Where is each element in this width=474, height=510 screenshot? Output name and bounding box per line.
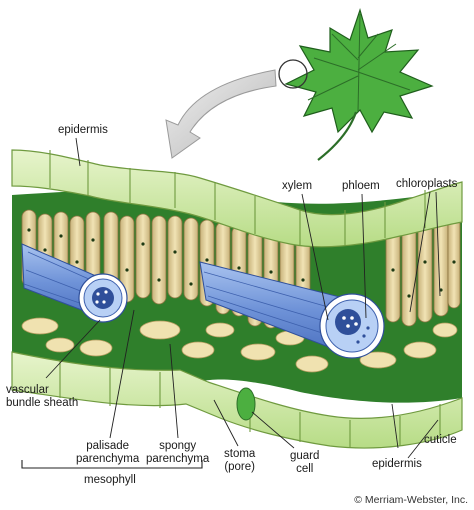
spongy-parenchyma-cells: [21, 317, 458, 373]
label-palisade-parenchyma: palisade parenchyma: [76, 440, 140, 465]
upper-epidermis: [11, 149, 463, 248]
label-chloroplasts: chloroplasts: [396, 178, 458, 190]
label-xylem: xylem: [282, 180, 313, 192]
label-spongy-parenchyma: spongy parenchyma: [146, 440, 210, 465]
maple-leaf-icon: [278, 7, 434, 161]
leader-lines: [21, 137, 441, 469]
label-epidermis-top: epidermis: [58, 124, 108, 136]
lower-epidermis: [11, 351, 463, 449]
chloroplast-dots: [27, 228, 456, 308]
zoom-arrow: [165, 69, 277, 159]
vascular-bundle-right: [199, 261, 385, 359]
copyright-credit: © Merriam-Webster, Inc.: [354, 494, 468, 506]
label-mesophyll: mesophyll: [84, 474, 136, 486]
vascular-bundle-left: [21, 243, 128, 323]
label-epidermis-bottom: epidermis: [372, 458, 422, 470]
label-cuticle: cuticle: [424, 434, 457, 446]
label-guard-cell: guard cell: [290, 450, 320, 475]
guard-cell-icon: [236, 387, 256, 421]
label-phloem: phloem: [342, 180, 380, 192]
label-vascular-bundle-sheath: vascular bundle sheath: [6, 384, 79, 409]
label-stoma: stoma (pore): [224, 448, 256, 473]
